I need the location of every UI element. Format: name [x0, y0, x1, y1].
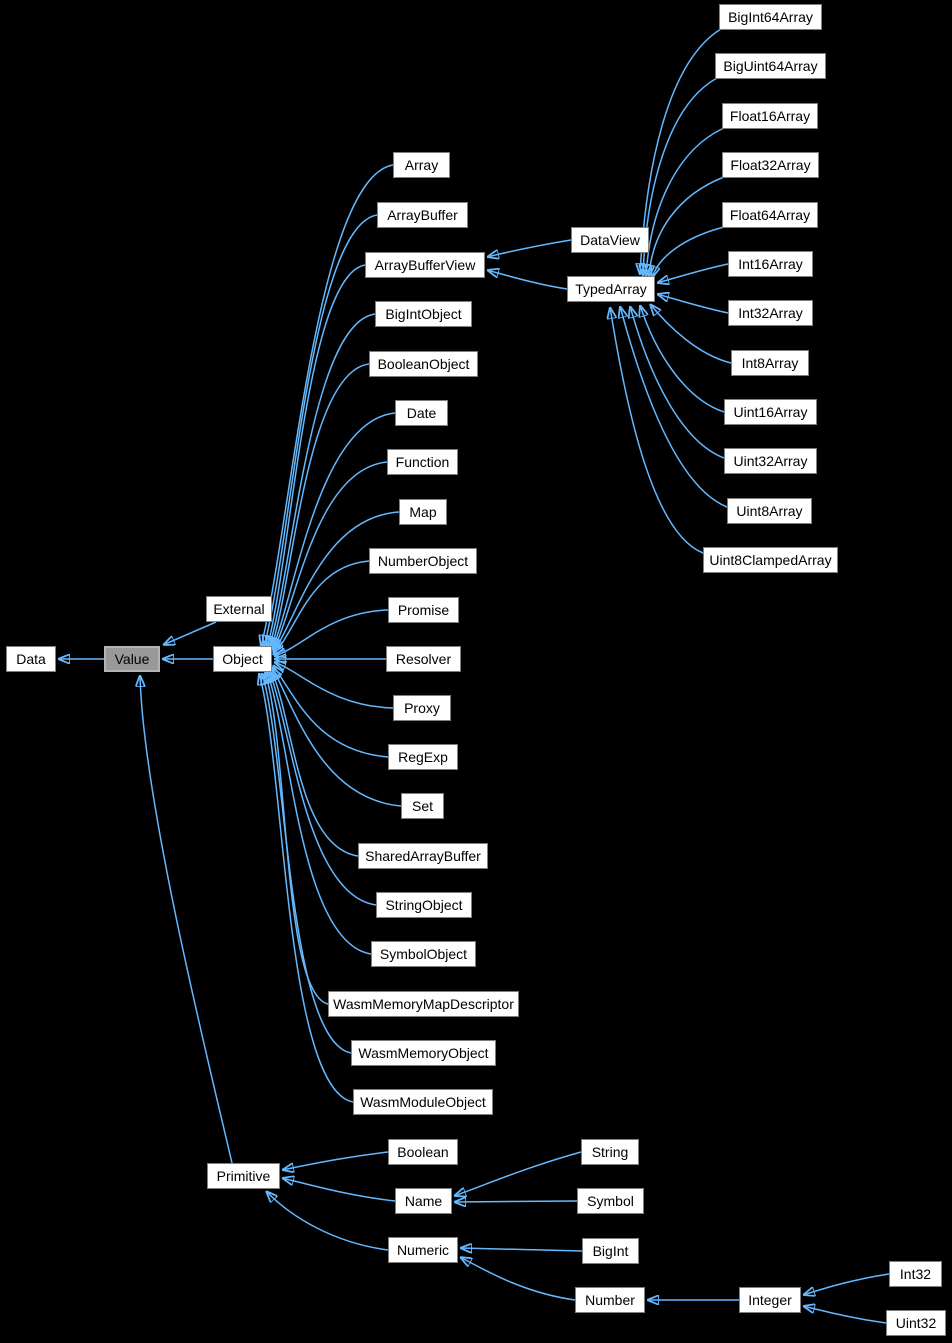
- edge-bigintobject-to-object: [269, 313, 376, 648]
- edge-arraybuffer-to-object: [264, 214, 378, 647]
- edge-bigint64array-to-typedarray: [640, 28, 722, 275]
- edge-int32array-to-typedarray: [657, 294, 729, 314]
- edge-set-to-object: [272, 667, 402, 807]
- edge-external-to-value: [163, 621, 217, 645]
- node-numeric[interactable]: Numeric: [388, 1237, 458, 1263]
- edge-biguint64array-to-typedarray: [643, 77, 718, 276]
- node-wasmmoduleobject[interactable]: WasmModuleObject: [353, 1089, 493, 1115]
- edge-map-to-object: [273, 511, 400, 653]
- edge-function-to-object: [273, 461, 388, 651]
- edge-booleanobject-to-object: [271, 363, 370, 649]
- edge-regexp-to-object: [273, 665, 389, 758]
- edge-float32array-to-typedarray: [649, 176, 725, 277]
- node-stringobject[interactable]: StringObject: [376, 892, 472, 918]
- node-symbolobject[interactable]: SymbolObject: [371, 941, 476, 967]
- node-function[interactable]: Function: [387, 449, 458, 475]
- node-data[interactable]: Data: [6, 646, 56, 672]
- node-dataview[interactable]: DataView: [571, 227, 649, 253]
- node-sharedarraybuffer[interactable]: SharedArrayBuffer: [358, 843, 488, 869]
- node-number[interactable]: Number: [575, 1287, 645, 1313]
- edge-numeric-to-primitive: [266, 1191, 389, 1251]
- edge-array-to-object: [261, 164, 394, 647]
- edge-int8array-to-typedarray: [650, 304, 732, 364]
- node-map[interactable]: Map: [399, 499, 447, 525]
- node-promise[interactable]: Promise: [388, 597, 459, 623]
- node-int16array[interactable]: Int16Array: [728, 251, 813, 277]
- node-float32array[interactable]: Float32Array: [722, 152, 819, 178]
- edge-uint8clampedarray-to-typedarray: [610, 307, 704, 554]
- edge-sharedarraybuffer-to-object: [271, 669, 359, 857]
- edge-date-to-object: [272, 412, 396, 650]
- edge-float16array-to-typedarray: [646, 127, 725, 276]
- edge-stringobject-to-object: [269, 670, 377, 906]
- edge-wasmmemorymapdescriptor-to-object: [265, 672, 329, 1005]
- node-booleanobject[interactable]: BooleanObject: [369, 351, 478, 377]
- node-int8array[interactable]: Int8Array: [731, 350, 809, 376]
- node-arraybufferview[interactable]: ArrayBufferView: [365, 252, 485, 278]
- node-bigint[interactable]: BigInt: [582, 1238, 639, 1264]
- node-numberobject[interactable]: NumberObject: [369, 548, 477, 574]
- node-wasmmemorymapdescriptor[interactable]: WasmMemoryMapDescriptor: [328, 991, 519, 1017]
- edge-dataview-to-arraybufferview: [487, 239, 572, 257]
- edge-symbol-to-name: [454, 1201, 578, 1202]
- edge-wasmmoduleobject-to-object: [259, 673, 354, 1103]
- node-uint8clampedarray[interactable]: Uint8ClampedArray: [703, 547, 838, 573]
- node-proxy[interactable]: Proxy: [393, 695, 451, 721]
- edge-uint16array-to-typedarray: [640, 305, 725, 413]
- node-boolean[interactable]: Boolean: [388, 1139, 458, 1165]
- edge-uint8array-to-typedarray: [620, 306, 728, 508]
- node-integer[interactable]: Integer: [739, 1287, 801, 1313]
- node-typedarray[interactable]: TypedArray: [567, 276, 655, 302]
- node-external[interactable]: External: [206, 596, 272, 622]
- node-arraybuffer[interactable]: ArrayBuffer: [377, 202, 468, 228]
- node-bigint64array[interactable]: BigInt64Array: [719, 4, 822, 30]
- node-string[interactable]: String: [581, 1139, 639, 1165]
- edge-string-to-name: [454, 1151, 582, 1196]
- node-float16array[interactable]: Float16Array: [722, 103, 818, 129]
- node-bigintobject[interactable]: BigIntObject: [375, 301, 472, 327]
- edge-symbolobject-to-object: [267, 671, 372, 955]
- node-resolver[interactable]: Resolver: [386, 646, 461, 672]
- node-uint8array[interactable]: Uint8Array: [727, 498, 812, 524]
- edge-number-to-numeric: [460, 1257, 576, 1301]
- node-uint32[interactable]: Uint32: [886, 1310, 946, 1336]
- node-symbol[interactable]: Symbol: [577, 1188, 644, 1214]
- edge-uint32array-to-typedarray: [630, 306, 725, 459]
- edge-uint32-to-integer: [803, 1306, 887, 1324]
- edge-proxy-to-object: [274, 662, 394, 709]
- node-set[interactable]: Set: [401, 793, 444, 819]
- edge-bigint-to-numeric: [460, 1248, 583, 1251]
- edge-wasmmemoryobject-to-object: [262, 673, 352, 1054]
- edge-boolean-to-primitive: [282, 1151, 389, 1170]
- node-uint32array[interactable]: Uint32Array: [724, 448, 817, 474]
- node-float64array[interactable]: Float64Array: [722, 202, 818, 228]
- edge-promise-to-object: [274, 609, 389, 656]
- node-int32[interactable]: Int32: [889, 1261, 942, 1287]
- node-array[interactable]: Array: [393, 152, 450, 178]
- edge-primitive-to-value: [140, 675, 233, 1164]
- node-object[interactable]: Object: [213, 646, 272, 672]
- node-int32array[interactable]: Int32Array: [728, 300, 813, 326]
- node-date[interactable]: Date: [395, 400, 448, 426]
- edge-arraybufferview-to-object: [267, 264, 366, 648]
- edge-numberobject-to-object: [273, 560, 370, 655]
- node-wasmmemoryobject[interactable]: WasmMemoryObject: [351, 1040, 496, 1066]
- node-name[interactable]: Name: [395, 1188, 452, 1214]
- edge-int16array-to-typedarray: [657, 263, 729, 283]
- edge-name-to-primitive: [282, 1178, 396, 1202]
- edge-float64array-to-typedarray: [652, 226, 725, 278]
- node-regexp[interactable]: RegExp: [388, 744, 458, 770]
- node-value: Value: [104, 646, 160, 672]
- node-primitive[interactable]: Primitive: [207, 1163, 280, 1189]
- edge-int32-to-integer: [803, 1273, 890, 1295]
- node-biguint64array[interactable]: BigUint64Array: [715, 53, 826, 79]
- edge-typedarray-to-arraybufferview: [487, 270, 568, 290]
- node-uint16array[interactable]: Uint16Array: [724, 399, 817, 425]
